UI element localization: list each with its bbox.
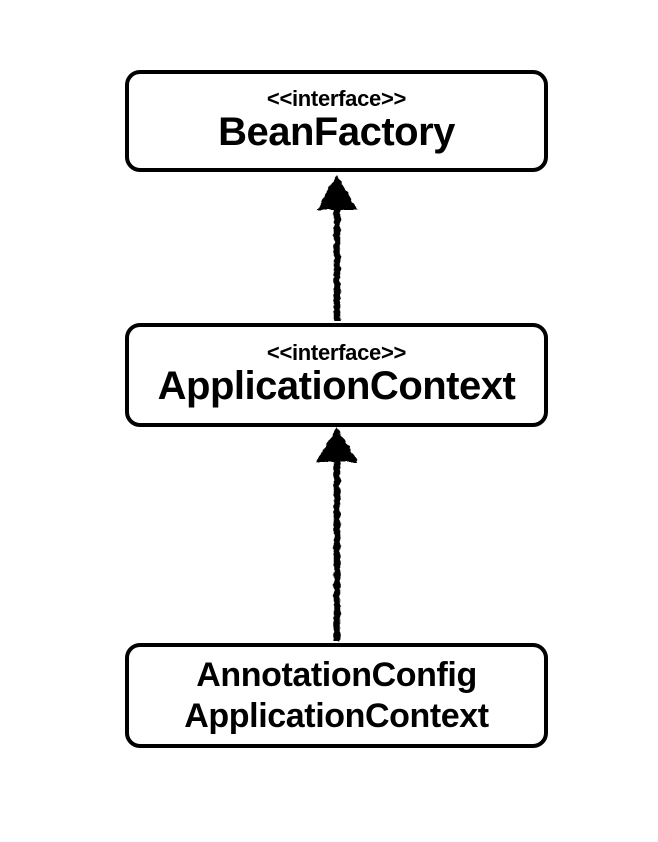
class-name-label: ApplicationContext bbox=[157, 364, 516, 409]
inheritance-arrow-to-applicationcontext bbox=[316, 427, 358, 641]
arrowhead-up-icon bbox=[316, 427, 358, 462]
inheritance-arrow-to-beanfactory bbox=[316, 175, 358, 321]
stereotype-label: <<interface>> bbox=[266, 86, 407, 112]
node-annotationconfig-applicationcontext: AnnotationConfig ApplicationContext bbox=[125, 643, 548, 748]
class-name-label-line2: ApplicationContext bbox=[184, 696, 489, 735]
stereotype-label: <<interface>> bbox=[266, 340, 407, 366]
class-name-label-line1: AnnotationConfig bbox=[196, 655, 477, 694]
arrowhead-up-icon bbox=[316, 175, 358, 210]
node-applicationcontext: <<interface>> ApplicationContext bbox=[125, 323, 548, 427]
node-beanfactory: <<interface>> BeanFactory bbox=[125, 70, 548, 172]
class-name-label: BeanFactory bbox=[218, 110, 455, 155]
